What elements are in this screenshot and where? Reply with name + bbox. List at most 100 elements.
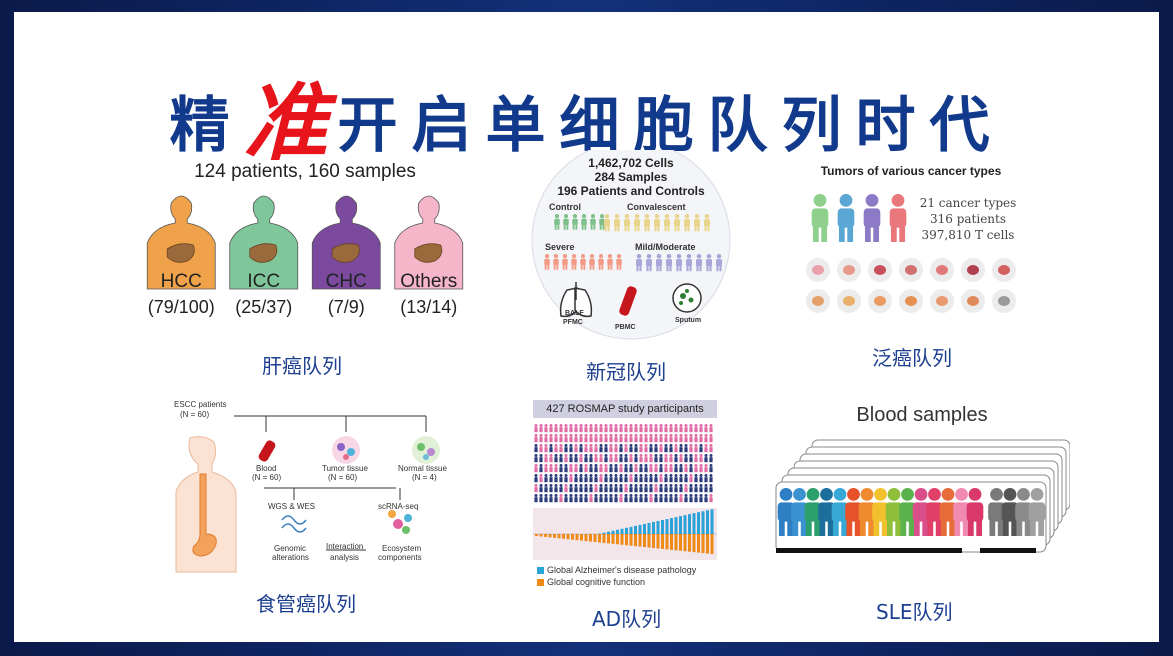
participant-icon — [559, 474, 563, 483]
cognitive-bar — [679, 534, 682, 551]
participant-icon — [664, 434, 668, 443]
cognitive-bar — [616, 534, 619, 545]
participant-icon — [619, 494, 623, 503]
participant-icon — [579, 474, 583, 483]
convalescent-person-icon — [664, 214, 670, 232]
participant-icon — [609, 444, 613, 453]
participant-icon — [539, 444, 543, 453]
participant-icon — [659, 464, 663, 473]
cognitive-bar — [548, 534, 552, 538]
participant-icon — [624, 464, 628, 473]
participant-icon — [624, 424, 628, 433]
cognitive-bar — [571, 534, 574, 540]
participant-icon — [674, 454, 678, 463]
participant-icon — [549, 464, 553, 473]
participant-icon — [539, 434, 543, 443]
convalescent-person-icon — [644, 214, 650, 232]
cognitive-bar — [688, 534, 691, 552]
participant-icon — [694, 484, 698, 493]
participant-icon — [704, 454, 708, 463]
participant-icon — [599, 464, 603, 473]
escc-blood: Blood — [256, 464, 277, 473]
cognitive-bar — [598, 534, 601, 543]
participant-icon — [704, 464, 708, 473]
participant-icon — [539, 424, 543, 433]
convalescent-person-icon — [684, 214, 690, 232]
convalescent-person-icon — [654, 214, 660, 232]
severe-person-icon — [598, 254, 604, 270]
cohort-bar-left — [776, 548, 962, 553]
severe-person-icon — [544, 254, 550, 270]
participant-icon — [674, 464, 678, 473]
participant-icon — [534, 484, 538, 493]
participant-icon — [629, 464, 633, 473]
participant-icon — [659, 474, 663, 483]
participant-icon — [704, 434, 708, 443]
convalescent-person-icon — [694, 214, 700, 232]
ecosystem-icon — [388, 510, 412, 534]
participant-icon — [659, 484, 663, 493]
covid-patients: 196 Patients and Controls — [557, 184, 705, 198]
participant-icon — [639, 494, 643, 503]
participant-icon — [609, 464, 613, 473]
participant-icon — [564, 454, 568, 463]
participant-icon — [699, 434, 703, 443]
participant-icon — [624, 454, 628, 463]
pathology-bar — [652, 521, 655, 534]
cognitive-bar — [674, 534, 678, 551]
participant-icon — [669, 484, 673, 493]
participant-icon — [624, 434, 628, 443]
pan-header: Tumors of various cancer types — [820, 164, 1002, 178]
sle-header: Blood samples — [856, 404, 988, 426]
mild-person-icon — [706, 254, 712, 272]
sle-person-icon — [818, 488, 835, 536]
liver-group-count: (25/37) — [235, 297, 293, 317]
escc-panel: ESCC patients (N = 60) Blood (N = 60) Tu… — [160, 400, 470, 575]
sle-person-icon — [1001, 488, 1019, 536]
pathology-bar — [679, 516, 682, 534]
participant-icon — [639, 434, 643, 443]
cognitive-bar — [557, 534, 561, 539]
participant-icon — [699, 474, 703, 483]
sle-person-icon — [1028, 488, 1046, 536]
sle-caption: SLE队列 — [876, 600, 953, 624]
participant-icon — [639, 444, 643, 453]
pathology-bar — [688, 514, 691, 534]
covid-people — [544, 214, 722, 272]
participant-icon — [644, 424, 648, 433]
participant-icon — [684, 464, 688, 473]
participant-icon — [629, 474, 633, 483]
participant-icon — [709, 494, 713, 503]
participant-icon — [649, 474, 653, 483]
participant-icon — [619, 454, 623, 463]
cognitive-bar — [562, 534, 565, 539]
cognitive-bar — [544, 534, 547, 537]
participant-icon — [639, 424, 643, 433]
convalescent-person-icon — [704, 214, 710, 232]
severe-person-icon — [562, 254, 568, 270]
escc-genomic-1: Genomic — [274, 544, 307, 553]
organ-icon — [930, 289, 954, 313]
cognitive-bar — [553, 534, 556, 538]
participant-icon — [614, 444, 618, 453]
escc-tumor: Tumor tissue — [322, 464, 368, 473]
sle-person-icon — [791, 488, 808, 536]
participant-icon — [574, 454, 578, 463]
participant-icon — [689, 484, 693, 493]
cognitive-bar — [535, 534, 538, 536]
participant-icon — [629, 434, 633, 443]
participant-icon — [579, 464, 583, 473]
participant-icon — [664, 454, 668, 463]
participant-icon — [699, 454, 703, 463]
pathology-bar — [602, 532, 606, 534]
control-person-icon — [554, 214, 560, 230]
mild-person-icon — [716, 254, 722, 272]
participant-icon — [569, 454, 573, 463]
escc-caption: 食管癌队列 — [256, 592, 356, 616]
organ-icon — [806, 289, 830, 313]
liver-group-name: Others — [400, 271, 458, 292]
participant-icon — [599, 494, 603, 503]
participant-icon — [694, 444, 698, 453]
cognitive-bar — [620, 534, 624, 545]
cognitive-bar — [647, 534, 651, 548]
